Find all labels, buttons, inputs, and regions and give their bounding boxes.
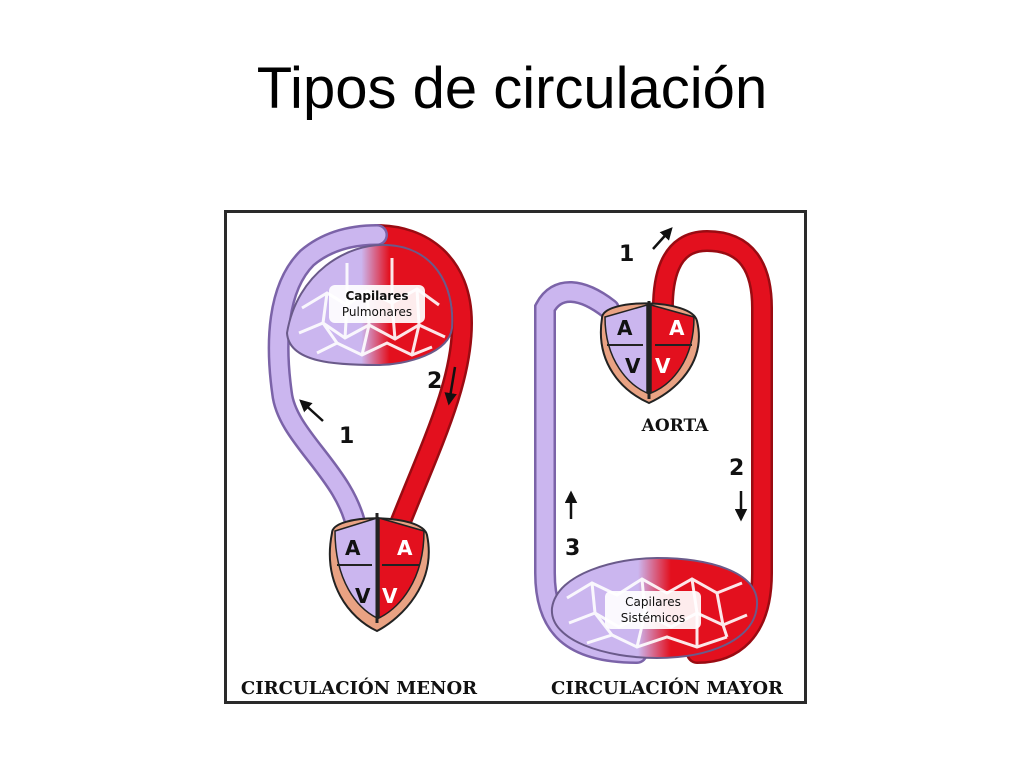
systemic-circulation: Capilares Sistémicos 1 2 3 A A V V AORTA [534, 227, 784, 699]
systemic-heart [599, 301, 700, 405]
pulmonary-circulation: Capilares Pulmonares 2 1 A A V V CIRCULA… [241, 224, 478, 699]
systemic-atrium-right-label: A [669, 316, 685, 340]
pulmonary-capillaries-label-line1: Capilares [345, 289, 408, 303]
pulmonary-atrium-right-label: A [397, 536, 413, 560]
systemic-aorta-label: AORTA [641, 416, 710, 436]
systemic-step-1-label: 1 [619, 242, 634, 267]
systemic-atrium-left-label: A [617, 316, 633, 340]
systemic-ventricle-left-label: V [625, 354, 641, 378]
systemic-capillaries-label-line1: Capilares [625, 595, 681, 609]
pulmonary-caption: CIRCULACIÓN MENOR [241, 676, 478, 699]
systemic-step-2-label: 2 [729, 456, 744, 481]
systemic-step-1-arrow [652, 227, 673, 250]
circulation-figure: Capilares Pulmonares 2 1 A A V V CIRCULA… [224, 210, 807, 704]
pulmonary-step-2-label: 2 [427, 369, 442, 394]
pulmonary-step-1-label: 1 [339, 424, 354, 449]
pulmonary-ventricle-left-label: V [355, 584, 371, 608]
slide-title: Tipos de circulación [256, 56, 768, 121]
circulation-diagram: Capilares Pulmonares 2 1 A A V V CIRCULA… [241, 224, 784, 699]
pulmonary-capillaries-label-line2: Pulmonares [342, 305, 412, 319]
pulmonary-ventricle-right-label: V [382, 584, 398, 608]
pulmonary-step-1-arrow [299, 399, 324, 422]
systemic-caption: CIRCULACIÓN MAYOR [551, 676, 784, 699]
pulmonary-heart [328, 513, 430, 633]
systemic-capillaries-label-line2: Sistémicos [621, 611, 686, 625]
pulmonary-atrium-left-label: A [345, 536, 361, 560]
systemic-ventricle-right-label: V [655, 354, 671, 378]
systemic-step-3-label: 3 [565, 536, 580, 561]
pulmonary-step-2-arrow [444, 366, 457, 406]
